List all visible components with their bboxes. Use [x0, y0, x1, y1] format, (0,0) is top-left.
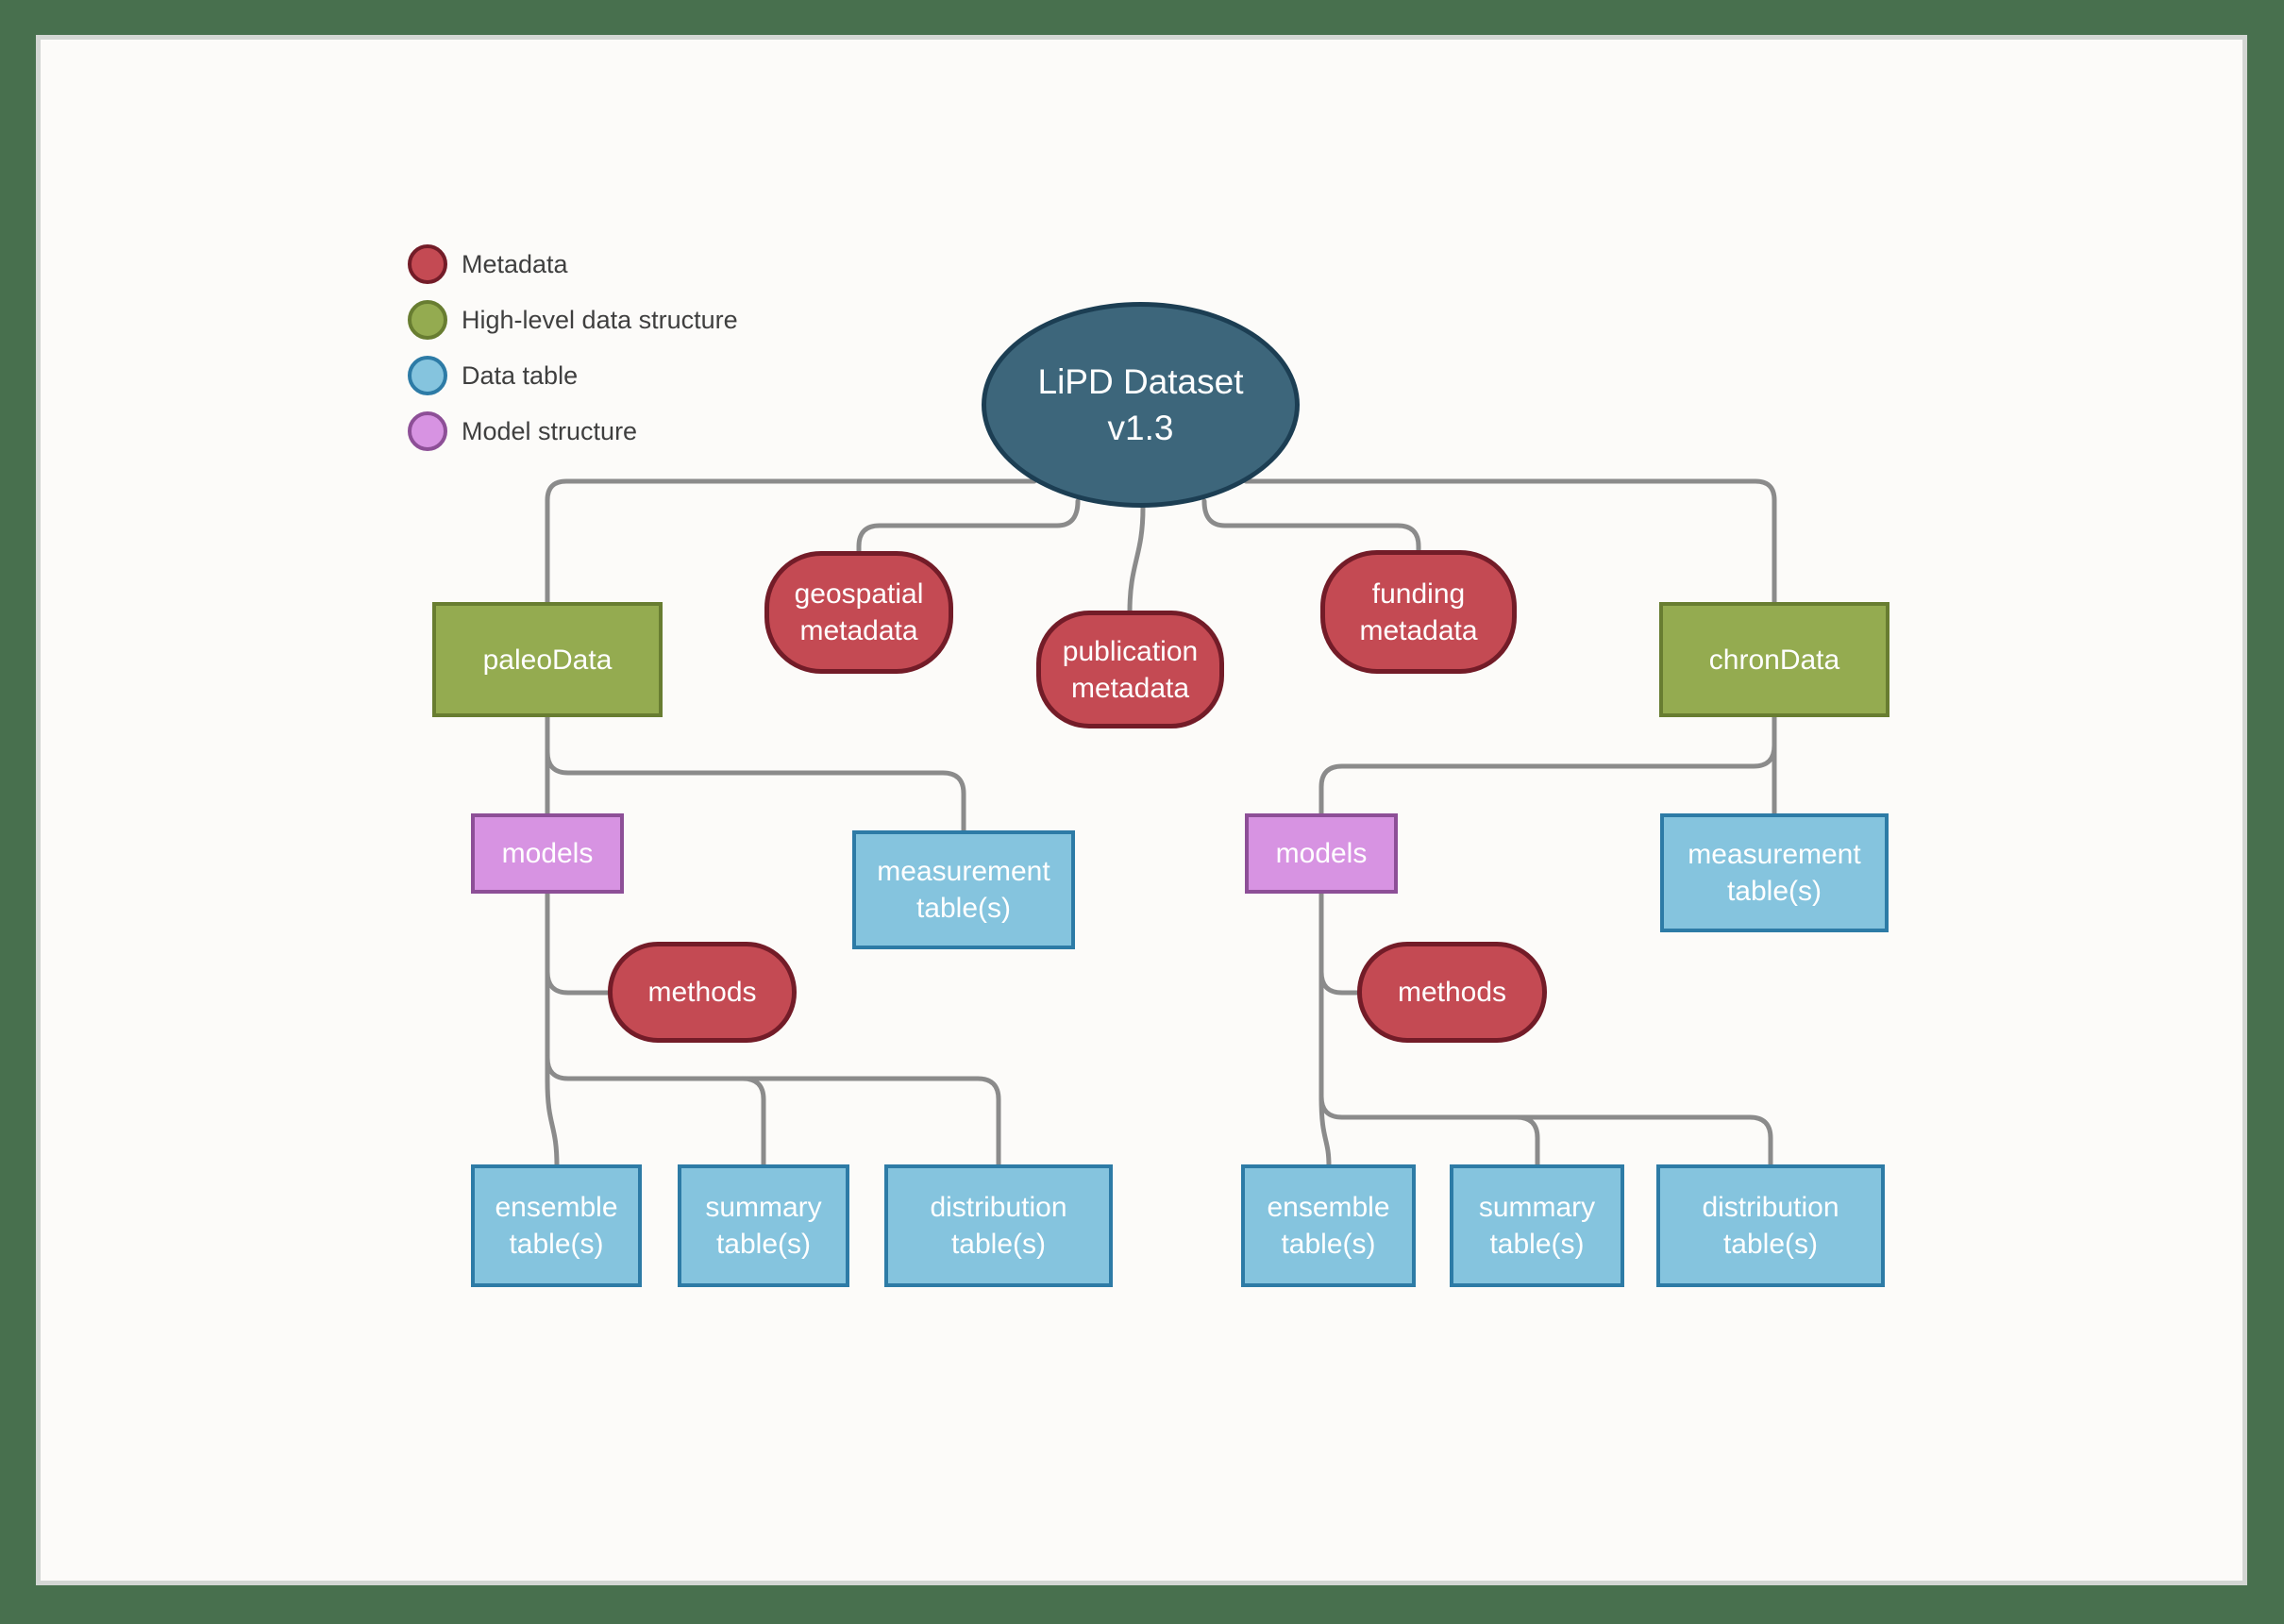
metadata-swatch-icon — [408, 244, 447, 284]
edge-models-ensemble-left — [545, 891, 560, 1169]
edge-chrondata-models — [1318, 743, 1777, 818]
node-measurement-tables-paleo: measurement table(s) — [852, 830, 1075, 949]
legend-label: High-level data structure — [462, 305, 738, 334]
node-paleodata: paleoData — [432, 602, 663, 717]
edge-models-methods-right — [1318, 891, 1364, 996]
diagram-page — [36, 35, 2247, 1585]
node-ensemble-tables-paleo: ensemble table(s) — [471, 1164, 642, 1287]
node-summary-tables-chron: summary table(s) — [1450, 1164, 1624, 1287]
legend-label: Metadata — [462, 249, 568, 278]
node-summary-tables-paleo: summary table(s) — [678, 1164, 849, 1287]
edge-branch-summary-right — [1514, 1114, 1540, 1169]
node-ensemble-tables-chron: ensemble table(s) — [1241, 1164, 1416, 1287]
edge-root-chrondata — [1243, 478, 1777, 607]
edge-root-funding — [1201, 498, 1421, 555]
node-distribution-tables-chron: distribution table(s) — [1656, 1164, 1885, 1287]
edge-models-branch-left — [545, 1055, 1001, 1169]
structure-swatch-icon — [408, 300, 447, 340]
table-swatch-icon — [408, 356, 447, 395]
node-methods-chron: methods — [1357, 942, 1547, 1043]
node-lipd-dataset-root: LiPD Dataset v1.3 — [982, 302, 1300, 508]
node-methods-paleo: methods — [608, 942, 797, 1043]
node-measurement-tables-chron: measurement table(s) — [1660, 813, 1889, 932]
legend-item-metadata: Metadata — [408, 244, 738, 284]
edge-root-geospatial — [856, 498, 1081, 556]
node-models-chron: models — [1245, 813, 1398, 894]
edge-branch-summary-left — [740, 1076, 766, 1169]
node-distribution-tables-paleo: distribution table(s) — [884, 1164, 1113, 1287]
node-geospatial-metadata: geospatial metadata — [764, 551, 953, 674]
edge-root-paleodata — [545, 478, 1037, 607]
edge-models-ensemble-right — [1318, 891, 1332, 1169]
legend-label: Data table — [462, 360, 579, 390]
legend-label: Model structure — [462, 416, 638, 445]
node-funding-metadata: funding metadata — [1320, 550, 1517, 674]
model-swatch-icon — [408, 411, 447, 451]
edge-models-branch-right — [1318, 1094, 1773, 1169]
legend-item-model-structure: Model structure — [408, 411, 738, 451]
edge-models-methods-left — [545, 891, 614, 996]
node-chrondata: chronData — [1659, 602, 1889, 717]
root-label: LiPD Dataset v1.3 — [1037, 362, 1244, 447]
node-models-paleo: models — [471, 813, 624, 894]
legend-item-data-table: Data table — [408, 356, 738, 395]
edge-root-publication — [1127, 505, 1146, 615]
legend: Metadata High-level data structure Data … — [408, 244, 738, 451]
edge-paleodata-measurement — [545, 749, 966, 835]
node-publication-metadata: publication metadata — [1036, 611, 1224, 728]
legend-item-high-level-structure: High-level data structure — [408, 300, 738, 340]
